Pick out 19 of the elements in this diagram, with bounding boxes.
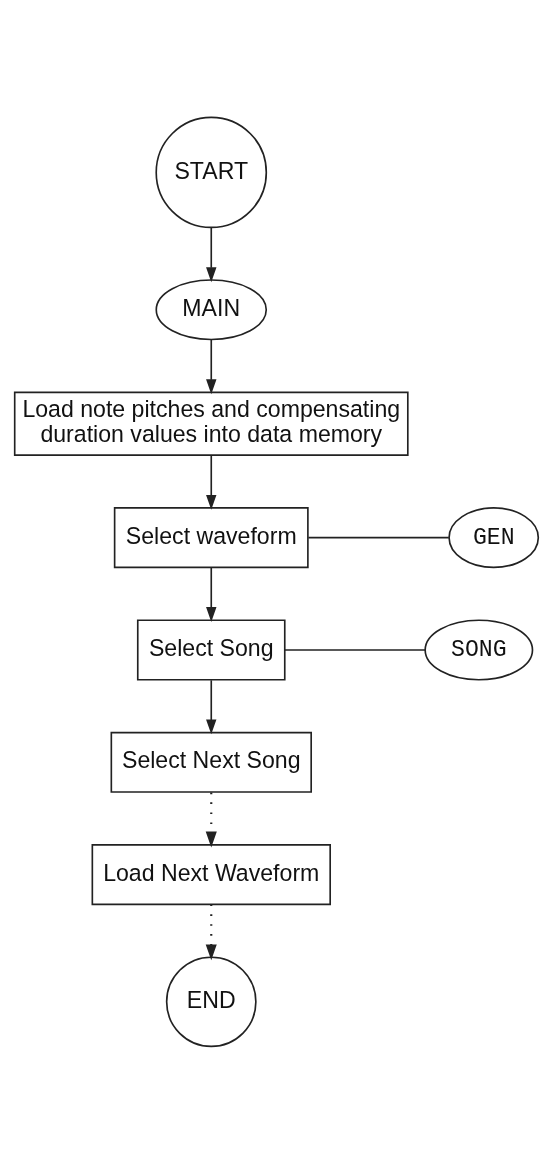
arrow: [206, 679, 217, 735]
connector: [284, 649, 426, 651]
node-circle: END: [165, 956, 257, 1048]
node-box: Select Next Song: [110, 731, 312, 793]
node-box: Select Song: [136, 619, 286, 681]
node-box: Select waveform: [113, 507, 309, 569]
node-box: Load note pitches and compensating duration values into data memory: [13, 391, 409, 456]
arrow: [205, 792, 217, 848]
node-ellipse: SONG: [424, 619, 534, 681]
node-box: Load Next Waveform: [91, 844, 331, 906]
arrow: [206, 454, 217, 510]
node-circle: START: [155, 116, 268, 229]
arrow: [205, 904, 217, 961]
connector: [307, 536, 450, 539]
arrow: [206, 226, 217, 283]
arrow: [206, 567, 217, 622]
arrow: [206, 339, 217, 395]
node-ellipse: GEN: [448, 507, 540, 569]
node-ellipse: MAIN: [155, 279, 268, 341]
